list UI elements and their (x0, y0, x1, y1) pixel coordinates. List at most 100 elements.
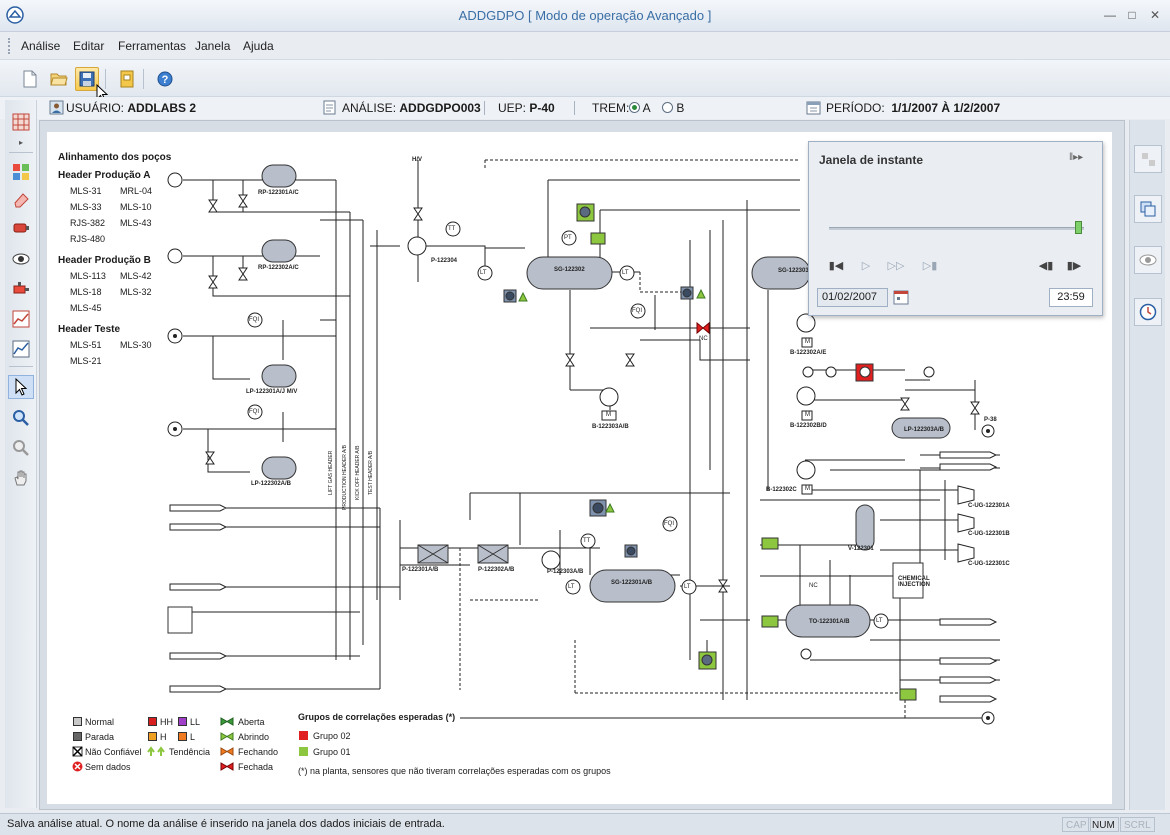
well-item[interactable]: MLS-30 (120, 340, 152, 350)
menu-janela[interactable]: Janela (195, 39, 231, 53)
nc-label: NC (809, 583, 818, 589)
legend-hh-swatch (148, 717, 157, 726)
save-button[interactable] (75, 67, 99, 91)
minimize-button[interactable]: — (1104, 8, 1116, 22)
instant-date-field[interactable]: 01/02/2007 (817, 288, 888, 307)
valve-open-icon (220, 717, 234, 726)
fast-forward-button[interactable]: ▷▷ (887, 260, 905, 272)
well-item[interactable]: MLS-32 (120, 287, 152, 297)
title-bar: ADDGDPO [ Modo de operação Avançado ] — … (0, 0, 1170, 32)
go-first-button[interactable]: ▮◀ (828, 260, 844, 272)
palette-tool[interactable] (8, 160, 34, 184)
fqi-label: FQI (249, 409, 259, 415)
not-reliable-icon (72, 746, 83, 757)
right-tool-strip (1129, 120, 1165, 810)
menu-analise[interactable]: Análise (21, 39, 61, 53)
expand-arrow-icon[interactable]: ▸ (18, 137, 23, 147)
well-item[interactable]: MLS-42 (120, 271, 152, 281)
equipment-label: B-122303A/B (592, 424, 629, 430)
well-item[interactable]: MLS-31 (70, 186, 102, 196)
instant-window-title: Janela de instante (819, 153, 924, 167)
play-button[interactable]: ▷ (861, 260, 871, 272)
fqi-label: FQI (249, 317, 259, 323)
equipment-label: C-UG-122301A (968, 503, 1010, 509)
eraser-tool[interactable] (8, 188, 34, 212)
save-disk-icon (79, 71, 95, 87)
pump-tool[interactable] (8, 216, 34, 240)
help-button[interactable]: ? (153, 67, 177, 91)
time-slider-track[interactable] (829, 227, 1084, 230)
collapse-panel-icon[interactable]: ‖▸▸ (1069, 152, 1084, 163)
well-item[interactable]: MLS-43 (120, 218, 152, 228)
well-item[interactable]: MLS-10 (120, 202, 152, 212)
new-file-button[interactable] (18, 67, 42, 91)
valve-opening-icon (220, 732, 234, 741)
time-slider-thumb[interactable] (1075, 221, 1082, 234)
valve-tool[interactable] (8, 277, 34, 301)
info-separator (484, 101, 485, 115)
analise-label: ANÁLISE: (342, 101, 397, 115)
trend-chart-tool[interactable] (8, 307, 34, 331)
well-item[interactable]: RJS-480 (70, 234, 106, 244)
instant-time-field[interactable]: 23:59 (1049, 288, 1093, 307)
header-teste: Header Teste (58, 324, 121, 335)
legend-note: (*) na planta, sensores que não tiveram … (298, 766, 611, 776)
well-item[interactable]: MLS-45 (70, 303, 102, 313)
instant-window-panel: Janela de instante ‖▸▸ ▮◀ ▷ ▷▷ ▷▮ ◀▮ ▮▶ … (808, 141, 1103, 316)
toolbar-separator (105, 69, 106, 89)
pan-tool[interactable] (8, 466, 34, 490)
open-file-button[interactable] (47, 67, 71, 91)
app-logo-icon (6, 6, 24, 24)
view-tool[interactable] (8, 247, 34, 271)
open-folder-icon (50, 73, 68, 86)
radio-a-icon (629, 102, 640, 113)
grid-tool[interactable] (8, 110, 34, 134)
maximize-button[interactable]: □ (1128, 8, 1136, 22)
windows-icon (1140, 201, 1156, 217)
menu-ajuda[interactable]: Ajuda (243, 39, 274, 53)
zoom-tool[interactable] (8, 406, 34, 430)
well-item[interactable]: RJS-382 (70, 218, 106, 228)
equipment-label: P-122302A/B (478, 567, 515, 573)
well-item[interactable]: MLS-51 (70, 340, 102, 350)
step-back-button[interactable]: ◀▮ (1038, 260, 1054, 272)
notebook-button[interactable] (115, 67, 139, 91)
close-button[interactable]: ✕ (1149, 8, 1161, 22)
equipment-label: B-122302A/E (790, 350, 827, 356)
menu-editar[interactable]: Editar (73, 39, 105, 53)
step-forward-button[interactable]: ▮▶ (1066, 260, 1082, 272)
legend-parada-swatch (73, 732, 82, 741)
windows-tool[interactable] (1134, 195, 1162, 223)
motor-label: M (805, 412, 810, 418)
legend-fechada: Fechada (238, 762, 274, 772)
go-last-disabled-button[interactable]: ▷▮ (922, 260, 938, 272)
view-toggle-tool[interactable] (1134, 246, 1162, 274)
trend-arrows-icon (147, 746, 165, 756)
calendar-picker-icon[interactable] (893, 289, 909, 305)
well-item[interactable]: MLS-33 (70, 202, 102, 212)
equipment-label: C-UG-122301B (968, 531, 1010, 537)
trem-radio-a[interactable]: A (629, 101, 651, 115)
menu-ferramentas[interactable]: Ferramentas (118, 39, 187, 53)
legend-parada: Parada (85, 732, 115, 742)
legend-hh: HH (160, 717, 173, 727)
equipment-label: LP-122302A/B (251, 481, 292, 487)
legend-grupo01: Grupo 01 (313, 747, 351, 757)
production-header-label: PRODUCTION HEADER A/B (342, 444, 348, 510)
well-item[interactable]: MLS-21 (70, 356, 102, 366)
pointer-tool[interactable] (8, 375, 34, 399)
fqi-label: FQI (664, 521, 674, 527)
lt-label: LT (480, 270, 487, 276)
line-chart-tool[interactable] (8, 337, 34, 361)
lt-label: LT (876, 618, 883, 624)
pump-icon (13, 223, 29, 233)
legend-h-swatch (148, 732, 157, 741)
clock-tool[interactable] (1134, 298, 1162, 326)
right-tool-disabled[interactable] (1134, 145, 1162, 173)
well-item[interactable]: MLS-113 (70, 271, 106, 281)
well-item[interactable]: MRL-04 (120, 186, 153, 196)
zoom-out-tool[interactable] (8, 436, 34, 460)
trem-radio-b[interactable]: B (662, 101, 684, 115)
process-diagram: LIFT GAS HEADER PRODUCTION HEADER A/B KI… (167, 159, 1000, 725)
well-item[interactable]: MLS-18 (70, 287, 102, 297)
